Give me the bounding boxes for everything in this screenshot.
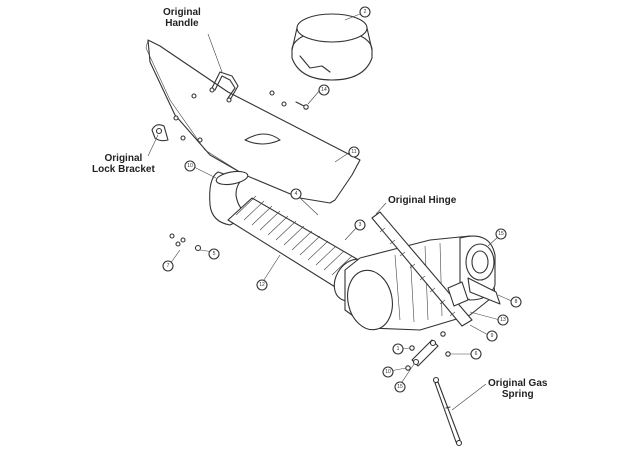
callout-circle: 6 [470, 348, 482, 360]
cover-plate [145, 39, 361, 204]
callout-circle: 3 [354, 219, 366, 231]
callout-number: 15 [498, 231, 504, 237]
callout-circle: 10 [184, 160, 196, 172]
callout-number: 11 [351, 149, 356, 155]
callout-circle: 2 [359, 6, 371, 18]
label-original-handle: Original Handle [163, 7, 201, 29]
callout-number: 13 [500, 317, 506, 323]
label-original-hinge: Original Hinge [388, 195, 457, 206]
callout-number: 14 [321, 87, 327, 93]
callouts: 2 14 11 10 4 3 5 7 12 15 8 13 9 6 1 10 1… [162, 6, 522, 393]
label-original-gas-spring: Original Gas Spring [488, 378, 548, 400]
callout-circle: 15 [495, 228, 507, 240]
callout-number: 1 [397, 346, 400, 352]
callout-circle: 8 [510, 296, 522, 308]
original-handle [209, 71, 239, 103]
callout-number: 5 [213, 251, 216, 257]
callout-circle: 14 [318, 84, 330, 96]
round-cap [291, 13, 373, 81]
callout-number: 9 [491, 333, 494, 339]
callout-number: 7 [167, 263, 170, 269]
callout-circle: 11 [348, 146, 360, 158]
leader-lines [147, 13, 515, 411]
callout-circle: 1 [392, 343, 404, 355]
label-original-lock-bracket: Original Lock Bracket [92, 153, 155, 175]
callout-circle: 5 [208, 248, 220, 260]
callout-number: 10 [385, 369, 391, 375]
callout-circle: 13 [497, 314, 509, 326]
callout-number: 15 [397, 384, 403, 390]
callout-circle: 9 [486, 330, 498, 342]
callout-circle: 15 [394, 381, 406, 393]
callout-circle: 12 [256, 279, 268, 291]
gas-spring-assembly [405, 331, 463, 447]
callout-circle: 10 [382, 366, 394, 378]
original-lock-bracket [151, 124, 169, 142]
callout-number: 4 [295, 191, 298, 197]
callout-circle: 4 [290, 188, 302, 200]
original-hinge [371, 211, 473, 327]
callout-number: 10 [187, 163, 193, 169]
fasteners [169, 90, 309, 252]
callout-number: 8 [515, 299, 518, 305]
callout-number: 2 [364, 9, 367, 15]
callout-number: 3 [359, 222, 362, 228]
motor-housing [344, 235, 501, 331]
callout-number: 6 [475, 351, 478, 357]
callout-number: 12 [259, 282, 265, 288]
callout-circle: 7 [162, 260, 174, 272]
